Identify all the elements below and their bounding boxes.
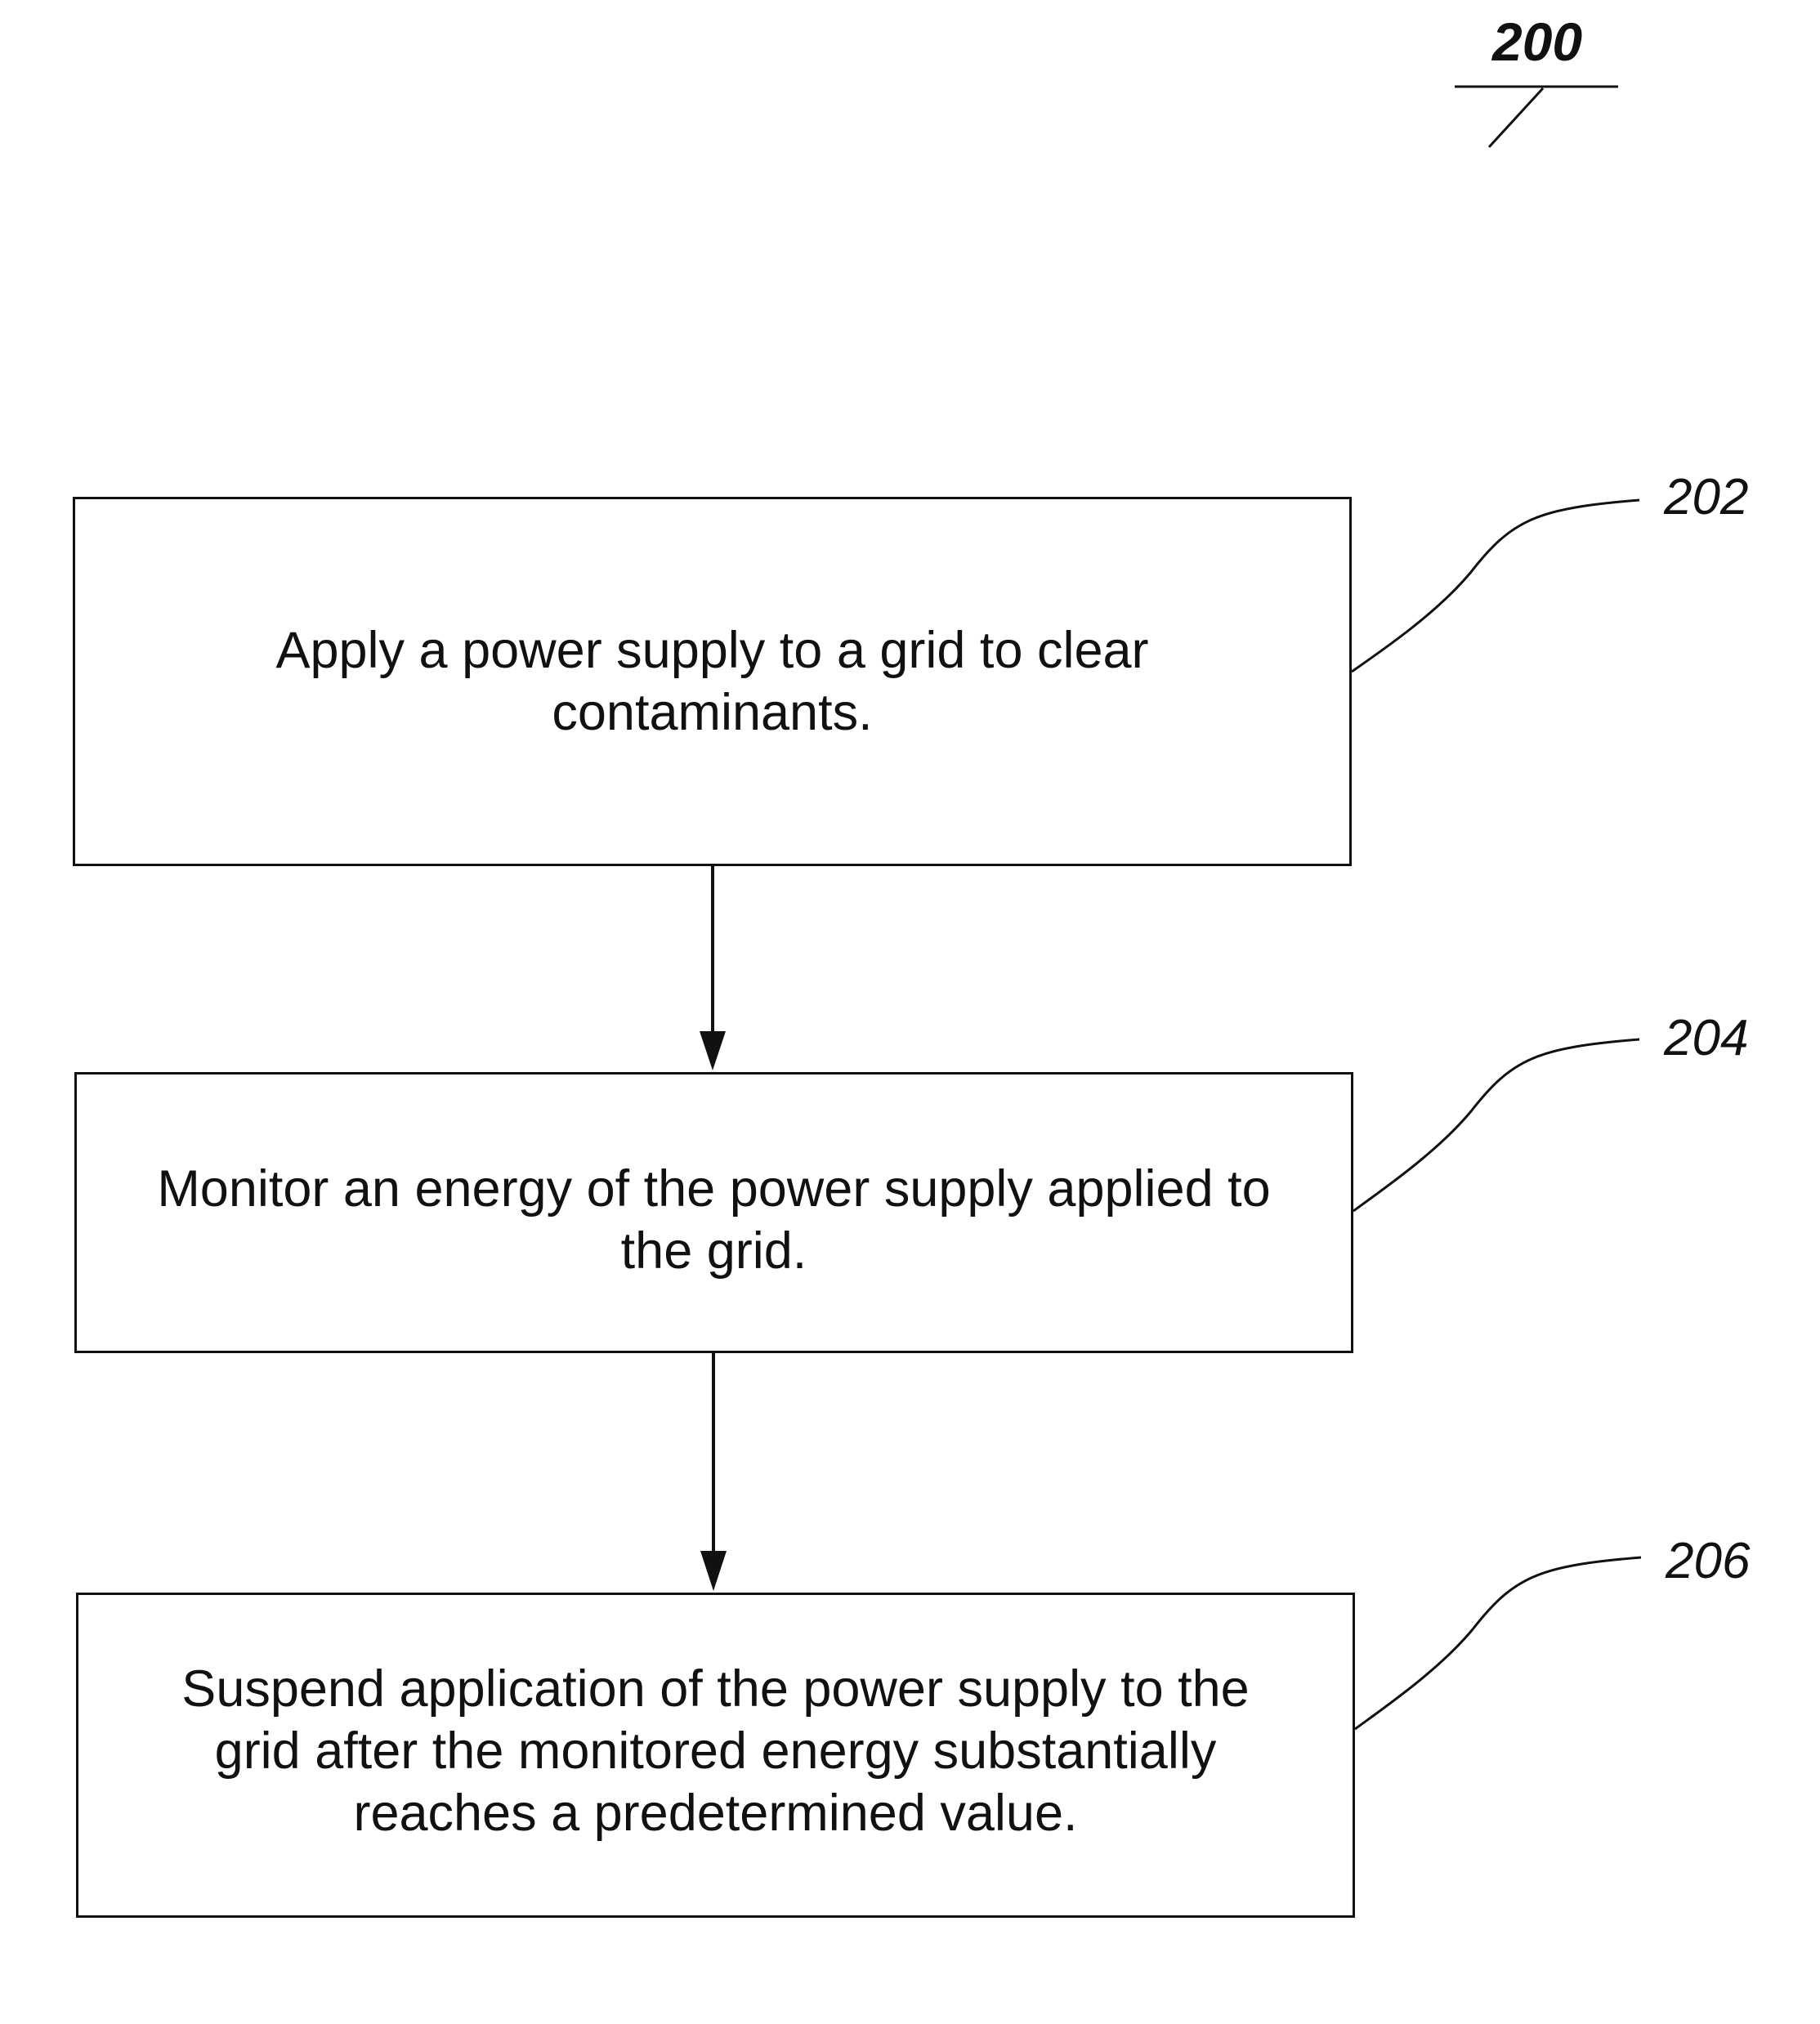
process-step-box-206: Suspend application of the power supply … [76, 1593, 1355, 1918]
leader-line-206 [1355, 1557, 1641, 1729]
figure-number: 200 [1492, 15, 1582, 69]
process-step-box-204: Monitor an energy of the power supply ap… [74, 1072, 1353, 1353]
process-step-box-202: Apply a power supply to a grid to clear … [73, 497, 1352, 866]
process-step-text-202: Apply a power supply to a grid to clear … [275, 619, 1148, 744]
arrow-202-to-204-head [700, 1031, 726, 1070]
reference-numeral-204: 204 [1664, 1013, 1748, 1064]
leader-line-204 [1353, 1039, 1639, 1211]
reference-numeral-202: 202 [1664, 472, 1748, 523]
figure-number-leader [1489, 88, 1543, 147]
process-step-text-206: Suspend application of the power supply … [181, 1658, 1249, 1852]
arrow-204-to-206-head [700, 1551, 727, 1591]
leader-line-202 [1352, 500, 1639, 672]
reference-numeral-206: 206 [1666, 1536, 1750, 1587]
process-step-text-204: Monitor an energy of the power supply ap… [157, 1143, 1270, 1282]
